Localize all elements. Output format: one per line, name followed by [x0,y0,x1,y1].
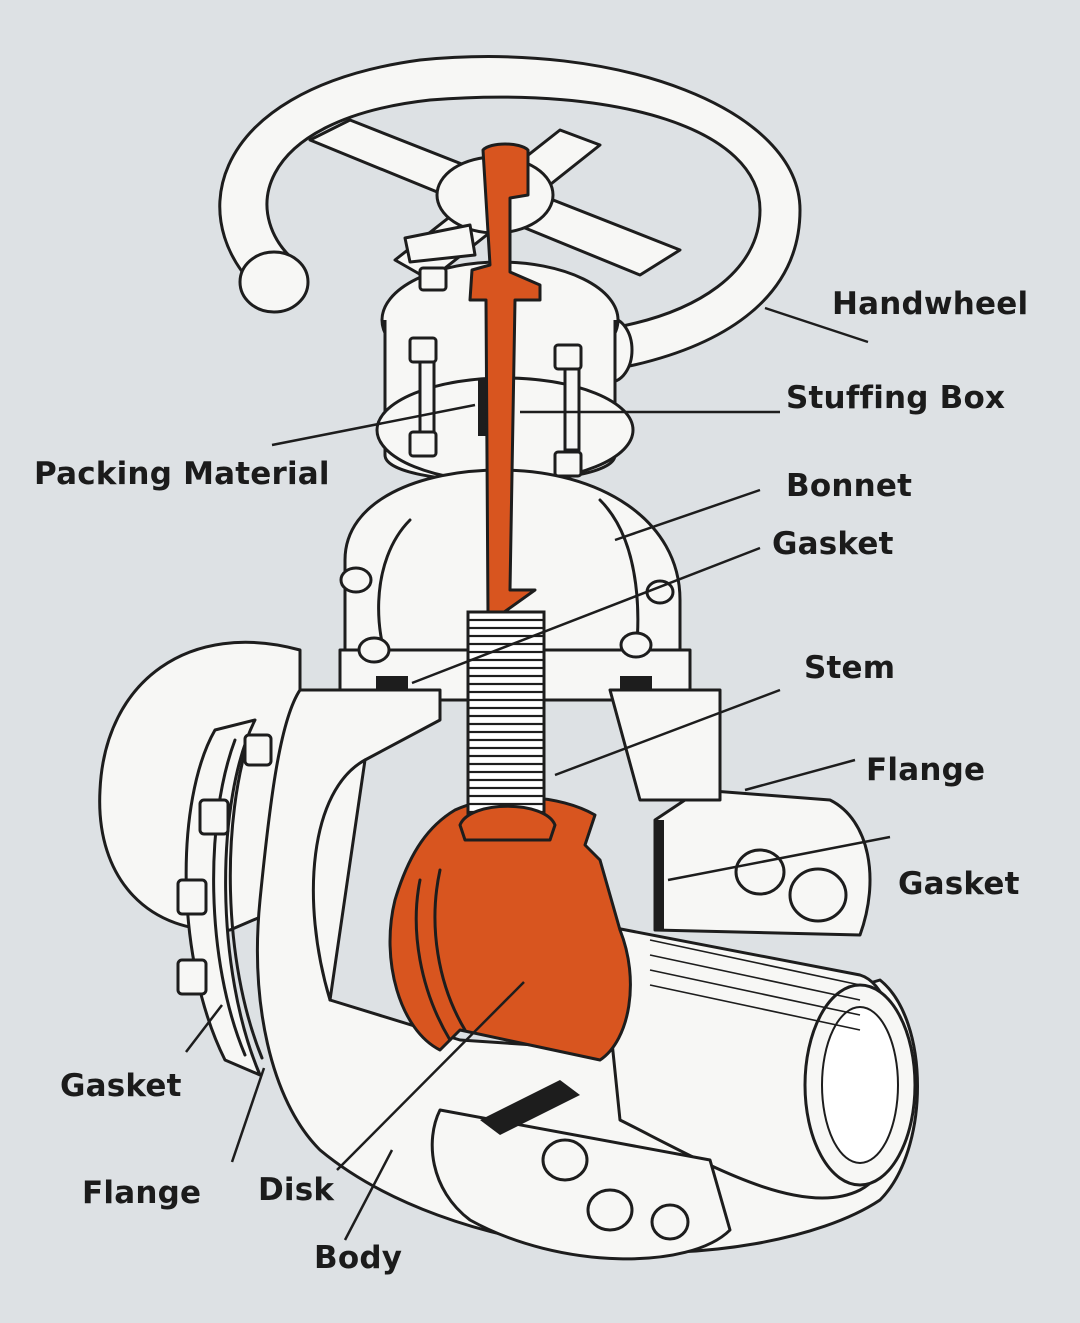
leader-lines [185,306,891,1241]
label-handwheel: Handwheel [832,286,1029,322]
label-body: Body [314,1240,403,1276]
label-gasket-right: Gasket [898,866,1020,902]
label-gasket-bonnet: Gasket [772,526,894,562]
left-flange-drawing [98,640,302,1077]
label-stem: Stem [804,650,896,686]
label-flange-left: Flange [82,1175,202,1211]
disk-drawing [388,795,632,1062]
label-gasket-left: Gasket [60,1068,182,1104]
label-disk: Disk [258,1172,335,1208]
valve-body-drawing [256,688,919,1261]
label-stuffing-box: Stuffing Box [786,380,1006,416]
label-packing-material: Packing Material [34,456,330,492]
label-bonnet: Bonnet [786,468,913,504]
label-flange-right: Flange [866,752,986,788]
